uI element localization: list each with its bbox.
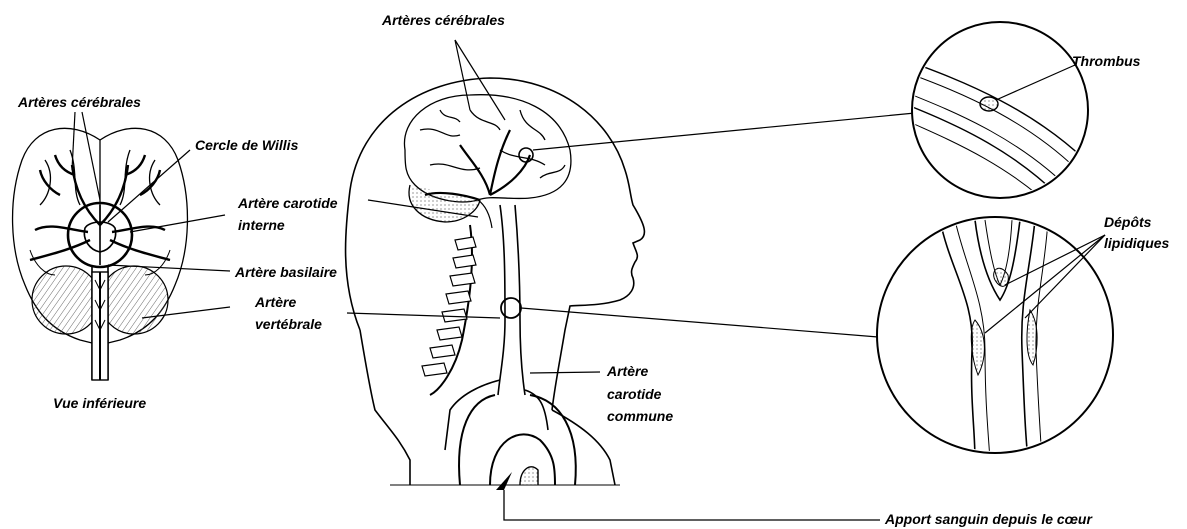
brain-inferior-view bbox=[13, 128, 188, 380]
label-artere-carotide-commune-line1: Artère bbox=[607, 362, 648, 380]
label-artere-basilaire: Artère basilaire bbox=[235, 263, 337, 281]
head-profile bbox=[346, 78, 645, 485]
label-depots-lipidiques-line1: Dépôts bbox=[1104, 213, 1151, 231]
label-artere-carotide-interne-line2: interne bbox=[238, 216, 285, 234]
label-vue-inferieure: Vue inférieure bbox=[53, 394, 146, 412]
label-cercle-de-willis: Cercle de Willis bbox=[195, 136, 298, 154]
label-artere-carotide-interne-line1: Artère carotide bbox=[238, 194, 338, 212]
label-apport-sanguin: Apport sanguin depuis le cœur bbox=[885, 510, 1092, 528]
label-artere-carotide-commune-line3: commune bbox=[607, 407, 673, 425]
label-arteres-cerebrales-top: Artères cérébrales bbox=[382, 11, 505, 29]
label-depots-lipidiques-line2: lipidiques bbox=[1104, 234, 1169, 252]
spine bbox=[422, 225, 476, 395]
arrow-up-icon bbox=[496, 472, 512, 490]
label-thrombus: Thrombus bbox=[1072, 52, 1140, 70]
label-arteres-cerebrales-left: Artères cérébrales bbox=[18, 93, 141, 111]
label-artere-vertebrale-line2: vertébrale bbox=[255, 315, 322, 333]
label-artere-vertebrale-line1: Artère bbox=[255, 293, 296, 311]
label-artere-carotide-commune-line2: carotide bbox=[607, 385, 661, 403]
blood-supply-arrow bbox=[496, 472, 880, 520]
thrombus-zoom bbox=[905, 22, 1100, 215]
brain-lateral bbox=[404, 95, 570, 222]
lipid-deposits-zoom bbox=[877, 217, 1113, 460]
